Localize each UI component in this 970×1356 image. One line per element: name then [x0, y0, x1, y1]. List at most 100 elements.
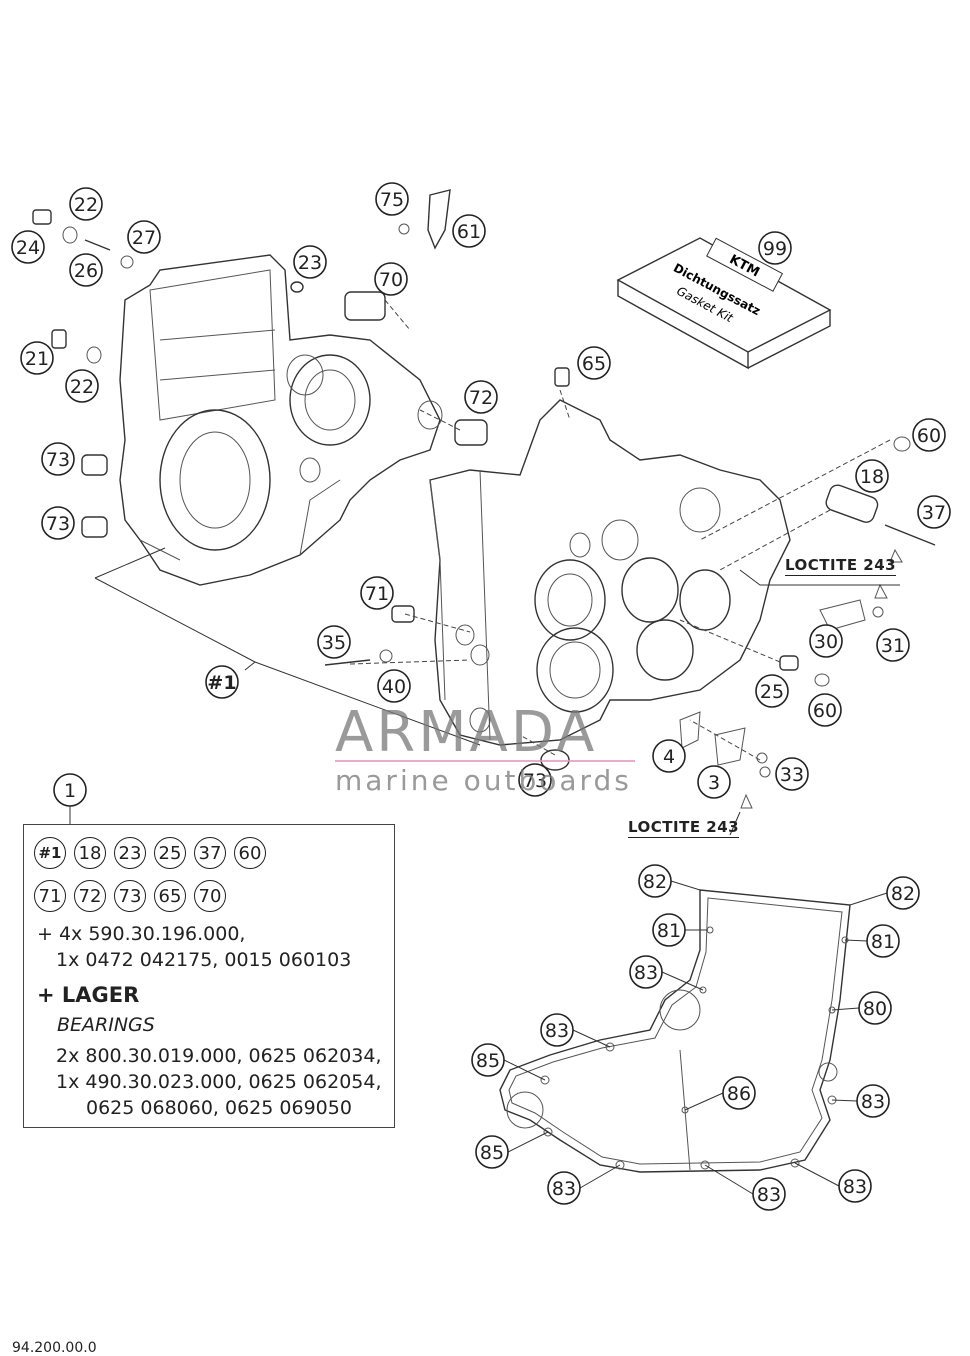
callout-number: 80 — [863, 998, 887, 1020]
callout-circle — [912, 418, 946, 452]
callout-number: 81 — [871, 931, 895, 953]
callout-number: 70 — [379, 269, 403, 291]
callout-number: #1 — [207, 672, 236, 694]
callout-23: 23 — [293, 245, 327, 279]
callout-circle — [809, 624, 843, 658]
callout-40: 40 — [377, 669, 411, 703]
callout-72: 72 — [464, 380, 498, 414]
legend-line-bearings-3: 0625 068060, 0625 069050 — [86, 1097, 352, 1119]
watermark-brand-subtitle: marine outboards — [335, 764, 632, 797]
callout-circle — [65, 369, 99, 403]
callout-number: 83 — [861, 1091, 885, 1113]
callout-circle — [758, 231, 792, 265]
callout-65: 65 — [577, 346, 611, 380]
callout-circle — [876, 628, 910, 662]
callout-85a: 85 — [471, 1043, 505, 1077]
callout-number: 83 — [843, 1176, 867, 1198]
callout-number: 31 — [881, 635, 905, 657]
callout-1: 1 — [53, 773, 87, 807]
callout-83c: 83 — [856, 1084, 890, 1118]
callout-22b: 22 — [65, 369, 99, 403]
callout-99: 99 — [758, 231, 792, 265]
callout-circle — [697, 765, 731, 799]
callout-number: 83 — [552, 1178, 576, 1200]
left-crankcase-half — [119, 254, 443, 586]
legend-row-1: #1 18 23 25 37 60 — [34, 837, 266, 869]
legend-callout: 73 — [114, 880, 146, 912]
callout-circle — [886, 876, 920, 910]
callout-number: 35 — [322, 632, 346, 654]
callout-circle — [69, 187, 103, 221]
legend-callout: 23 — [114, 837, 146, 869]
callout-number: 27 — [132, 227, 156, 249]
callout-18: 18 — [855, 459, 889, 493]
callout-80: 80 — [858, 991, 892, 1025]
callout-number: 21 — [25, 348, 49, 370]
legend-lager-heading: + LAGER — [37, 983, 140, 1007]
callout-number: 73 — [46, 513, 70, 535]
callout-circle — [752, 1177, 786, 1211]
callout-75: 75 — [375, 182, 409, 216]
drawing-number: 94.200.00.0 — [12, 1340, 97, 1356]
legend-callout: #1 — [34, 837, 66, 869]
callout-circle — [629, 955, 663, 989]
callout-61: 61 — [452, 214, 486, 248]
callout-30: 30 — [809, 624, 843, 658]
callout-circle — [755, 674, 789, 708]
callout-number: 23 — [298, 252, 322, 274]
callout-number: 22 — [70, 376, 94, 398]
callout-number: 73 — [523, 770, 547, 792]
legend-callout: 18 — [74, 837, 106, 869]
callout-circle — [375, 182, 409, 216]
callout-31: 31 — [876, 628, 910, 662]
callout-number: 83 — [634, 962, 658, 984]
callout-number: 37 — [922, 502, 946, 524]
callout-number: 72 — [469, 387, 493, 409]
callout-circle — [464, 380, 498, 414]
callout-number: 24 — [16, 237, 40, 259]
callout-circle — [652, 739, 686, 773]
callout-number: 83 — [757, 1184, 781, 1206]
callout-circle — [127, 220, 161, 254]
callout-circle — [547, 1171, 581, 1205]
callout-circle — [652, 913, 686, 947]
callout-number: 85 — [480, 1142, 504, 1164]
callout-25: 25 — [755, 674, 789, 708]
callout-number: 86 — [727, 1083, 751, 1105]
callout-81b: 81 — [866, 924, 900, 958]
legend-callout: 70 — [194, 880, 226, 912]
callout-circle — [540, 1013, 574, 1047]
callout-4: 4 — [652, 739, 686, 773]
callout-circle — [360, 576, 394, 610]
watermark-accent-line — [335, 760, 635, 762]
callout-22a: 22 — [69, 187, 103, 221]
callout-circle — [69, 253, 103, 287]
callout-82b: 82 — [886, 876, 920, 910]
callout-86: 86 — [722, 1076, 756, 1110]
gasket-kit-box: KTM Dichtungssatz Gasket Kit — [616, 237, 832, 370]
callout-70: 70 — [374, 262, 408, 296]
callout-3: 3 — [697, 765, 731, 799]
legend-callout: 71 — [34, 880, 66, 912]
watermark-brand-name: ARMADA — [335, 700, 598, 765]
callout-71: 71 — [360, 576, 394, 610]
callout-85b: 85 — [475, 1135, 509, 1169]
legend-line-bearings-2: 1x 490.30.023.000, 0625 062054, — [56, 1071, 382, 1093]
callout-circle — [722, 1076, 756, 1110]
callout-number: 60 — [917, 425, 941, 447]
callout-21: 21 — [20, 341, 54, 375]
right-crankcase-half — [429, 399, 791, 746]
callout-83b: 83 — [540, 1013, 574, 1047]
callout-number: 33 — [780, 764, 804, 786]
callout-83e: 83 — [752, 1177, 786, 1211]
legend-callout: 25 — [154, 837, 186, 869]
callout-number: 82 — [643, 871, 667, 893]
callout-number: 65 — [582, 353, 606, 375]
callout-73b: 73 — [41, 506, 75, 540]
callout-24: 24 — [11, 230, 45, 264]
callout-circle — [41, 506, 75, 540]
legend-line-screws: + 4x 590.30.196.000, — [37, 923, 246, 945]
callout-circle — [53, 773, 87, 807]
